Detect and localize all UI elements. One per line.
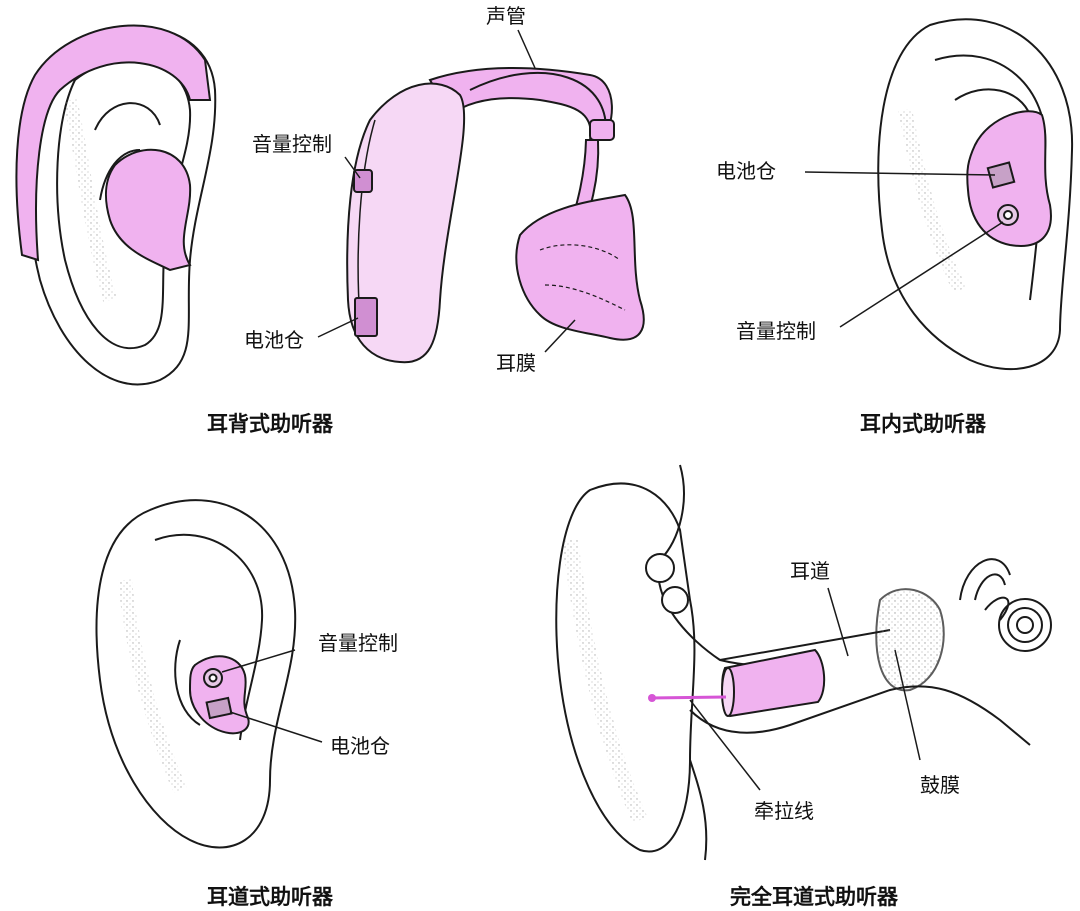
caption-ite: 耳内式助听器: [860, 412, 986, 436]
cic-leader-lines: [689, 587, 921, 791]
label-ite-battery: 电池仓: [716, 159, 776, 183]
cic-ear-cross-section: [555, 464, 1031, 861]
cochlea-icon: [959, 558, 1052, 652]
caption-cic: 完全耳道式助听器: [730, 885, 898, 909]
label-pull-string: 牵拉线: [754, 799, 814, 823]
label-itc-volume: 音量控制: [318, 631, 398, 655]
label-bte-volume: 音量控制: [252, 132, 332, 156]
ite-leader-lines: [804, 171, 1004, 328]
label-sound-tube: 声管: [486, 4, 526, 28]
bte-device: [346, 67, 645, 364]
caption-itc: 耳道式助听器: [207, 885, 333, 909]
label-earmold: 耳膜: [496, 351, 536, 375]
itc-device: [188, 655, 250, 735]
caption-bte: 耳背式助听器: [207, 412, 333, 436]
label-ite-volume: 音量控制: [736, 319, 816, 343]
label-bte-battery: 电池仓: [244, 328, 304, 352]
label-ear-canal: 耳道: [790, 559, 830, 583]
bte-leader-lines: [317, 29, 576, 353]
bte-device-on-ear: [15, 24, 212, 272]
ite-device: [966, 110, 1052, 247]
label-eardrum: 鼓膜: [920, 773, 960, 797]
itc-leader-lines: [221, 649, 323, 743]
cic-device: [648, 648, 826, 718]
label-itc-battery: 电池仓: [330, 734, 390, 758]
